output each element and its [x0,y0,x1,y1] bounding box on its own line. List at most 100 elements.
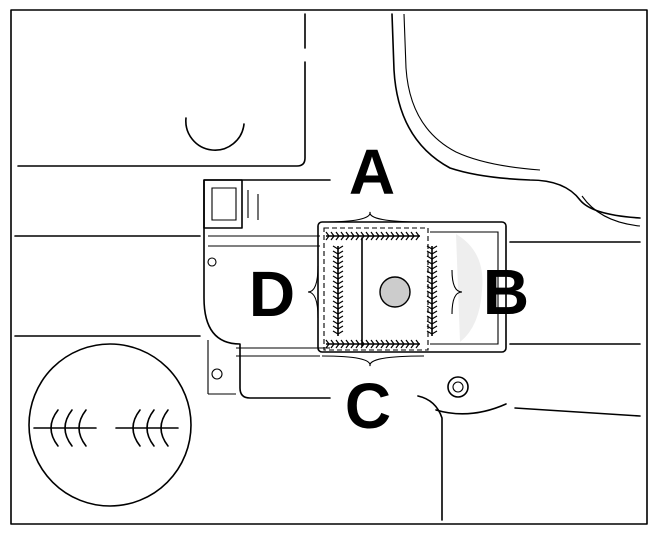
clip-mark [426,250,438,255]
clip-mark [365,339,370,349]
clip-mark [400,339,405,349]
pad-right-inner [430,231,499,345]
lower-body-curve [435,403,507,415]
label-a: A [349,136,395,208]
clip-column-right [426,245,438,336]
clip-mark [332,260,344,265]
label-d: D [249,258,295,330]
clip-mark [332,275,344,280]
clip-mark [350,339,355,349]
clip-mark [426,300,438,305]
clip-mark [415,231,420,241]
clip-mark [426,280,438,285]
clip-mark [426,330,438,335]
clip-mark [332,250,344,255]
diagram-frame [10,9,648,525]
clip-mark [332,245,344,250]
clip-mark [332,330,344,335]
hook-clip-icon [33,409,97,447]
clip-mark [345,339,350,349]
clip-row-bottom [325,339,420,349]
bracket-hole-lower [211,368,223,380]
clip-mark [405,231,410,241]
clip-mark [380,231,385,241]
pad-shade [456,234,483,342]
clip-mark [426,255,438,260]
brace-b [451,269,463,315]
clip-mark [340,339,345,349]
clip-mark [325,231,330,241]
bracket-lower-edge [236,347,330,357]
pad-dashed-region [323,227,429,351]
bracket-housing-lower-edge [207,340,236,395]
clip-mark [390,231,395,241]
clip-mark [410,339,415,349]
clip-mark [426,245,438,250]
clip-mark [380,339,385,349]
clip-mark [332,295,344,300]
brace-a [321,211,425,223]
bracket-tab-inner [211,187,237,221]
clip-mark [385,339,390,349]
clip-mark [426,310,438,315]
round-notch [185,117,245,151]
clip-mark [350,231,355,241]
clip-mark [332,265,344,270]
clip-mark [375,231,380,241]
clip-mark [385,231,390,241]
clip-mark [360,231,365,241]
clip-mark [340,231,345,241]
clip-mark [332,270,344,275]
clip-mark [395,339,400,349]
clip-mark [426,325,438,330]
clip-mark [355,231,360,241]
clip-row-top [325,231,420,241]
clip-mark [410,231,415,241]
clip-mark [426,270,438,275]
clip-mark [390,339,395,349]
clip-mark [375,339,380,349]
bracket-ribs [247,190,259,220]
hook-clip-icon-second [115,409,179,447]
clip-mark [405,339,410,349]
clip-mark [332,300,344,305]
clip-mark [332,255,344,260]
clip-mark [325,339,330,349]
brace-c [321,355,425,367]
curved-body-line-lower [581,195,641,227]
clip-mark [332,315,344,320]
curved-body-line-inner [403,13,541,171]
bracket-upper-edge [208,235,320,247]
clip-mark [426,265,438,270]
clip-mark [335,231,340,241]
clip-mark [365,231,370,241]
clip-mark [330,231,335,241]
clip-mark [332,310,344,315]
clip-column-left [332,245,344,336]
bracket-tab [203,179,243,229]
clip-mark [332,325,344,330]
center-hole [379,276,411,308]
lower-body-panel-line [417,395,443,521]
clip-mark [370,339,375,349]
curved-body-line-outer [391,13,641,219]
legend-circle [28,343,192,507]
clip-mark [330,339,335,349]
clip-mark [426,275,438,280]
clip-mark [345,231,350,241]
bolt-outer [447,376,469,398]
bolt-inner [452,381,464,393]
clip-mark [426,320,438,325]
clip-mark [332,280,344,285]
clip-mark [370,231,375,241]
clip-mark [335,339,340,349]
clip-mark [426,305,438,310]
clip-mark [332,320,344,325]
clip-mark [426,290,438,295]
brace-d [307,265,319,319]
label-c: C [345,370,391,442]
clip-mark [426,260,438,265]
upper-left-panel [17,13,306,167]
